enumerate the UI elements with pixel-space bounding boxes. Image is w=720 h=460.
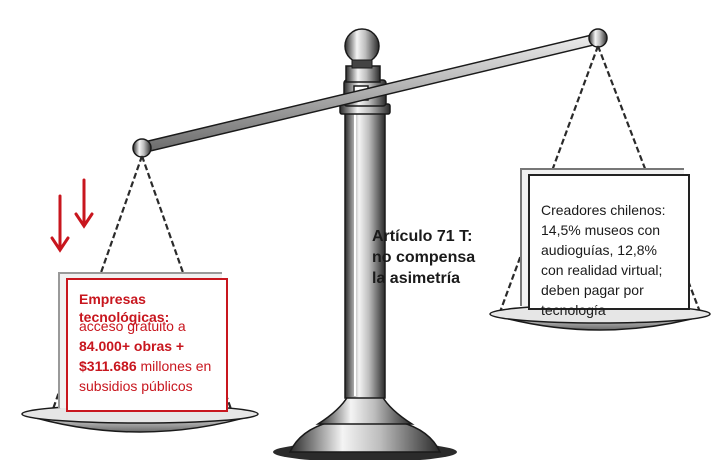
creators-line-2: 14,5% museos con — [541, 222, 661, 238]
article-label-line-2: no compensa — [372, 249, 476, 266]
tech-companies-description: acceso gratuito a 84.000+ obras + $311.6… — [79, 316, 222, 396]
tech-companies-title: Empresas tecnológicas: — [79, 291, 170, 325]
creators-line-4: con realidad virtual; — [541, 262, 663, 278]
tech-line-1: acceso gratuito a — [79, 318, 186, 334]
chilean-creators-card: Creadores chilenos: 14,5% museos con aud… — [528, 174, 690, 318]
down-arrow-icon — [74, 178, 94, 229]
creators-line-1: Creadores chilenos: — [541, 202, 666, 218]
creators-line-6: tecnología — [541, 302, 606, 318]
creators-line-5: deben pagar por — [541, 282, 644, 298]
scale-column — [339, 28, 391, 399]
article-label-line-1: Artículo 71 T: — [372, 228, 473, 245]
tech-line-3: millones en — [136, 358, 212, 374]
article-71t-label: Artículo 71 T: no compensa la asimetría — [372, 226, 502, 289]
article-label-line-3: la asimetría — [372, 270, 461, 287]
tech-subsidy-amount: $311.686 — [79, 358, 137, 374]
tech-line-2: 84.000+ obras + — [79, 338, 185, 354]
chilean-creators-description: Creadores chilenos: 14,5% museos con aud… — [541, 200, 682, 320]
tech-line-4: subsidios públicos — [79, 378, 193, 394]
creators-line-3: audioguías, 12,8% — [541, 242, 657, 258]
down-arrow-icon — [50, 194, 70, 253]
scale-base — [273, 395, 457, 460]
tech-companies-card: Empresas tecnológicas: acceso gratuito a… — [66, 278, 228, 412]
